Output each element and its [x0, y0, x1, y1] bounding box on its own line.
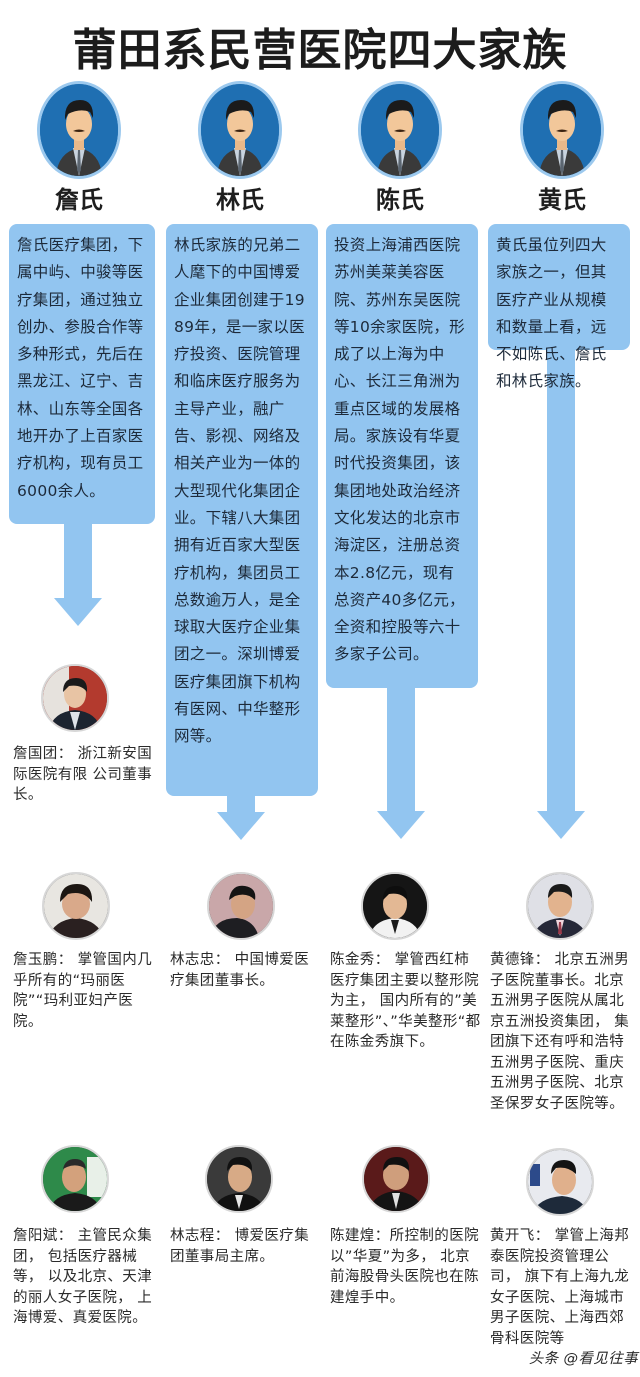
person-photo [526, 872, 594, 940]
person-photo [362, 1145, 430, 1213]
family-description-chen: 投资上海浦西医院苏州美莱美容医院、苏州东吴医院等10余家医院，形成了以上海为中心… [326, 224, 478, 688]
person-description: 詹玉鹏： 掌管国内几乎所有的“玛丽医院”“玛利亚妇产医院。 [13, 952, 153, 1030]
person-photo [526, 1148, 594, 1216]
person-photo [42, 872, 110, 940]
person-photo [361, 872, 429, 940]
family-description-huang: 黄氏虽位列四大家族之一，但其医疗产业从规模和数量上看，远不如陈氏、詹氏和林氏家族… [488, 224, 630, 390]
person-photo [207, 872, 275, 940]
person-photo [41, 664, 109, 732]
arrow-head-icon [537, 811, 585, 839]
businessman-avatar-icon [40, 84, 118, 176]
watermark: 头条 @看见往事 [514, 1349, 638, 1370]
arrow-head-icon [217, 812, 265, 840]
businessman-avatar-icon [201, 84, 279, 176]
person-photo [41, 1145, 109, 1213]
businessman-avatar-icon [523, 84, 601, 176]
arrow-down-icon [547, 345, 575, 813]
arrow-down-icon [64, 520, 92, 600]
person-description: 詹阳斌： 主管民众集团， 包括医疗器械等， 以及北京、天津的丽人女子医院， 上海… [13, 1228, 153, 1326]
person-description: 黄开飞： 掌管上海邦泰医院投资管理公司， 旗下有上海九龙女子医院、上海城市男子医… [490, 1228, 630, 1347]
person-description: 林志忠： 中国博爱医疗集团董事长。 [170, 952, 310, 989]
family-description-zhan: 詹氏医疗集团，下属中屿、中骏等医疗集团，通过独立创办、参股合作等多种形式，先后在… [9, 224, 155, 524]
person-description: 陈金秀： 掌管西红柿医疗集团主要以整形院为主， 国内所有的”美莱整形”、”华美整… [330, 952, 481, 1050]
person-photo [205, 1145, 273, 1213]
family-name-chen: 陈氏 [376, 186, 424, 214]
person-description: 陈建煌：所控制的医院以”华夏”为多， 北京前海股骨头医院也在陈建煌手中。 [330, 1228, 479, 1306]
arrow-head-icon [377, 811, 425, 839]
person-description: 詹国团： 浙江新安国际医院有限 公司董事长。 [13, 746, 153, 803]
family-description-lin: 林氏家族的兄弟二人麾下的中国博爱企业集团创建于1989年，是一家以医疗投资、医院… [166, 224, 318, 796]
family-name-zhan: 詹氏 [55, 186, 103, 214]
person-description: 林志程： 博爱医疗集团董事局主席。 [170, 1228, 310, 1265]
person-description: 黄德锋： 北京五洲男子医院董事长。北京五洲男子医院从属北京五洲投资集团， 集团旗… [490, 952, 630, 1112]
businessman-avatar-icon [361, 84, 439, 176]
arrow-down-icon [387, 685, 415, 813]
family-name-huang: 黄氏 [538, 186, 586, 214]
arrow-head-icon [54, 598, 102, 626]
family-name-lin: 林氏 [216, 186, 264, 214]
page-title: 莆田系民营医院四大家族 [72, 25, 568, 76]
